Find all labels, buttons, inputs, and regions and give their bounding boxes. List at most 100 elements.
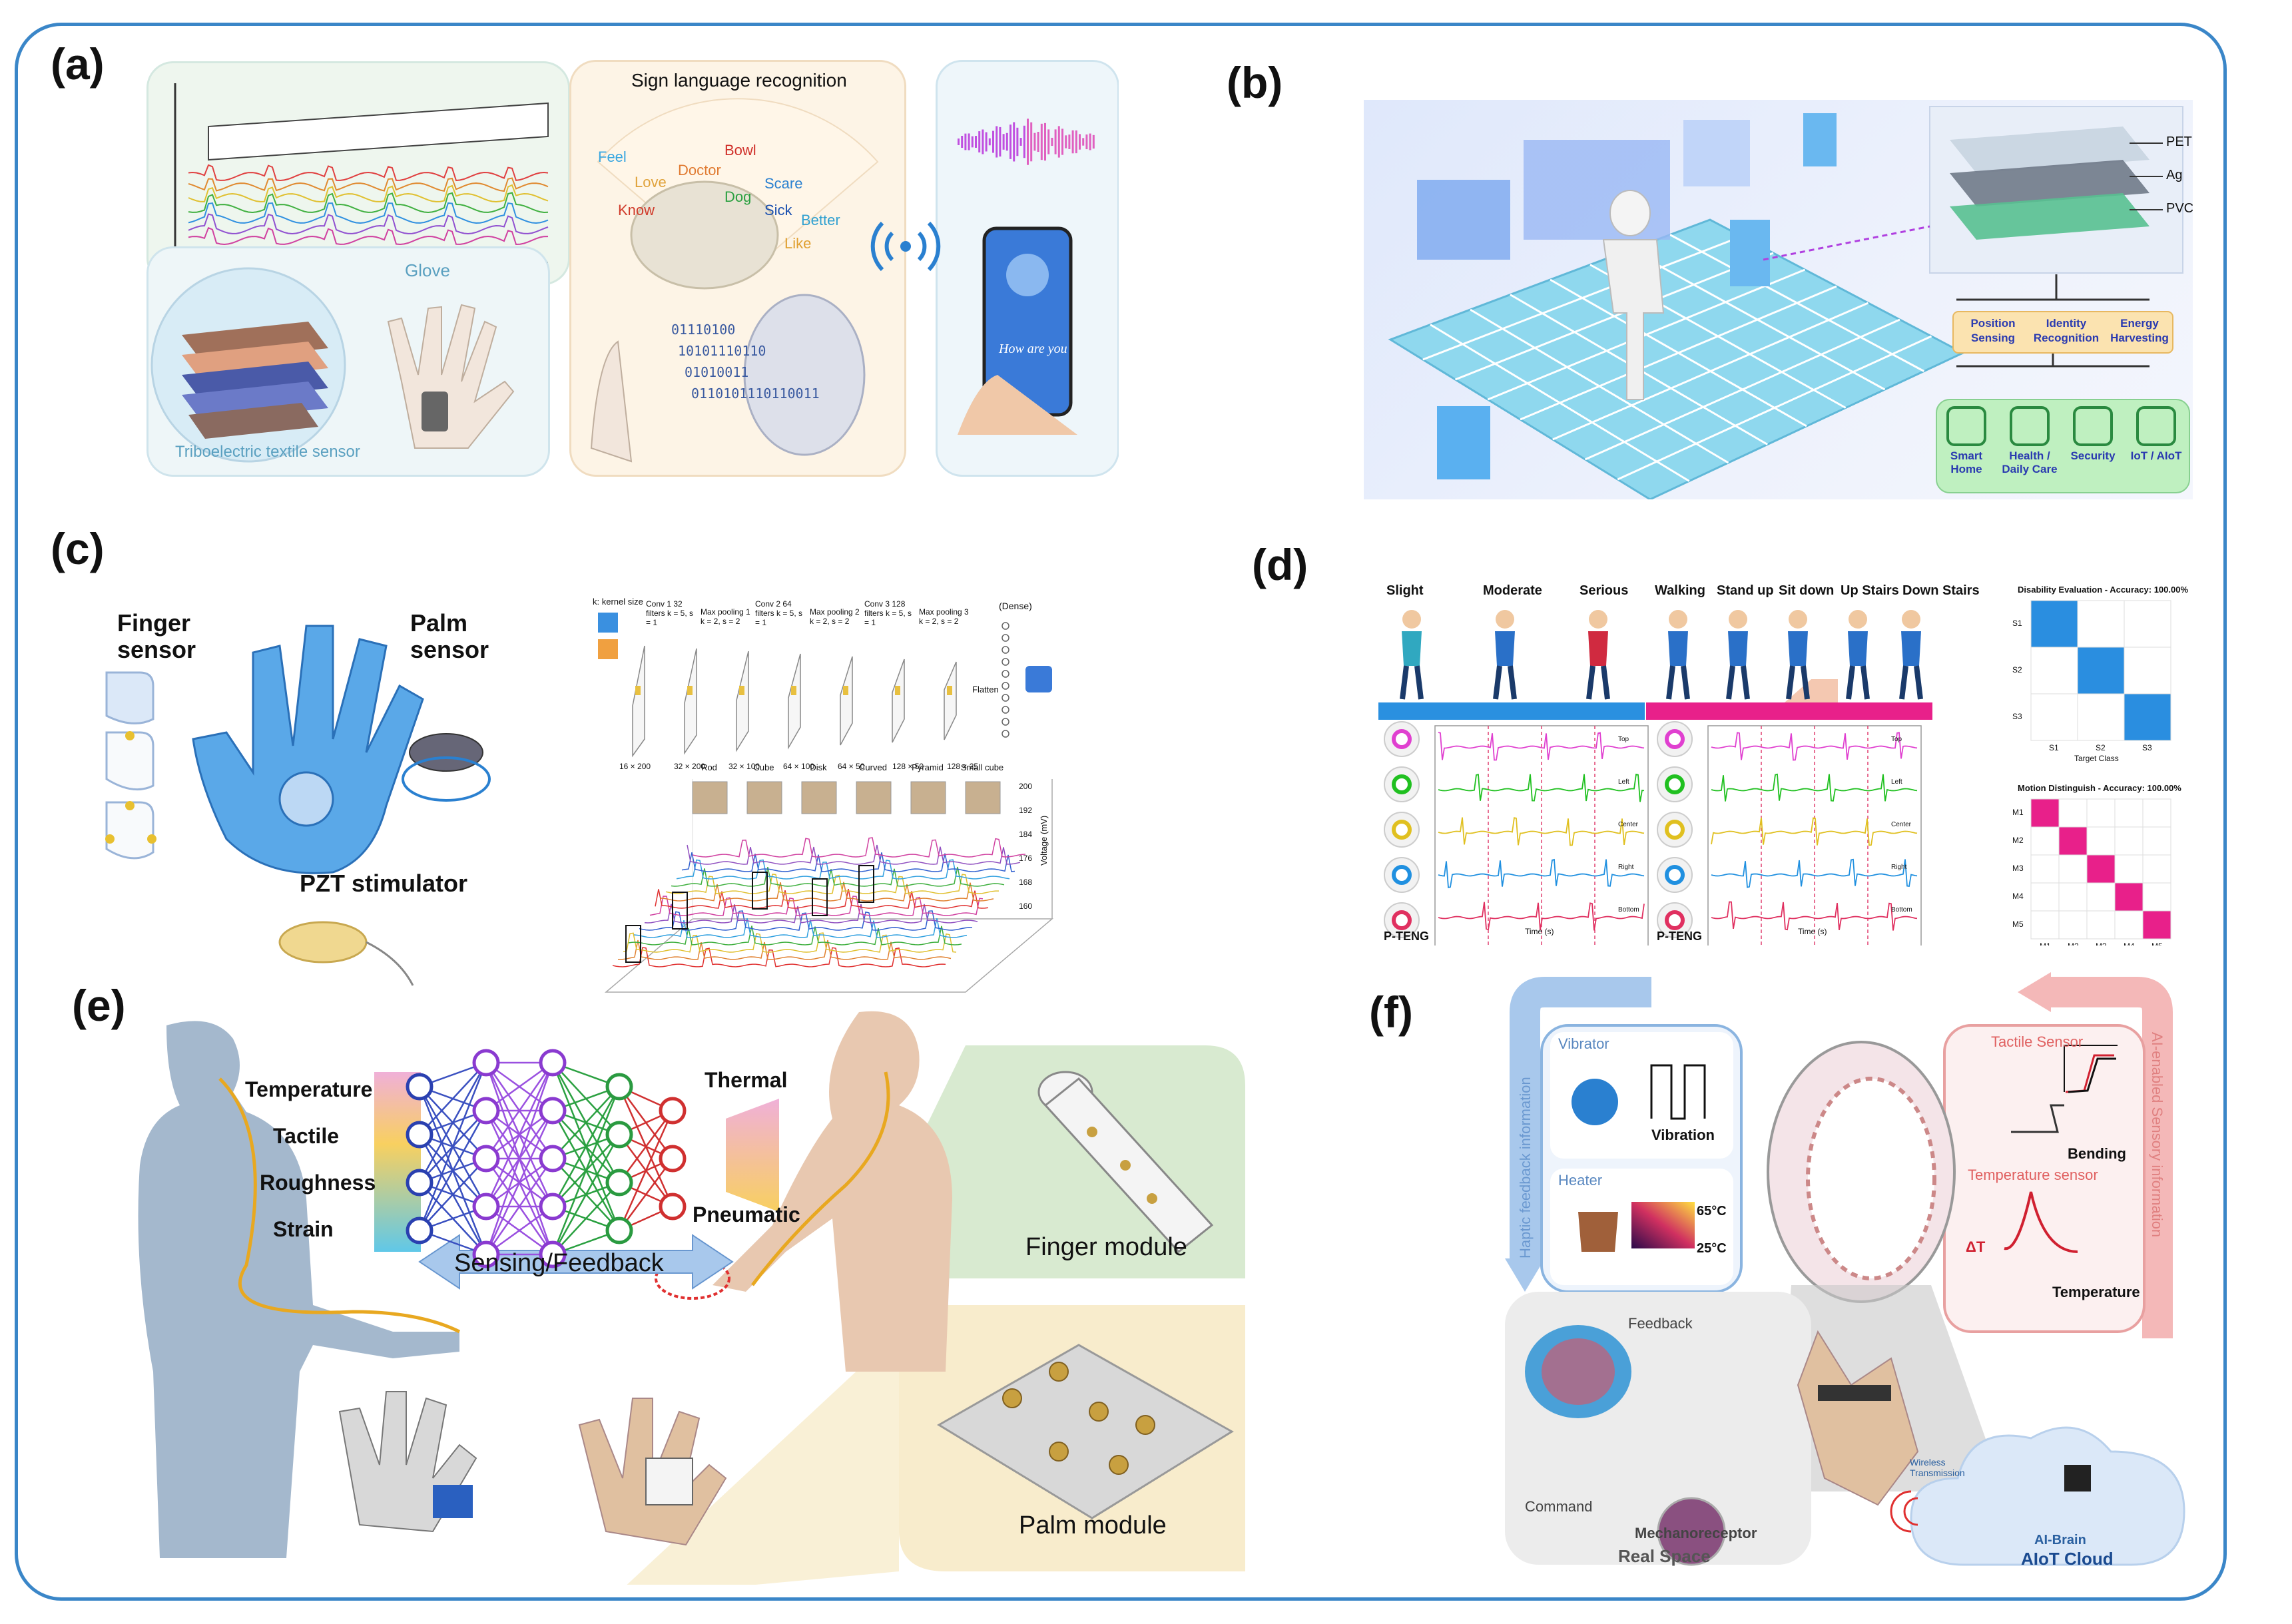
class-y-label: S2 bbox=[2012, 665, 2022, 675]
mechanoreceptor-label: Mechanoreceptor bbox=[1635, 1525, 1757, 1541]
class-y-label: S1 bbox=[2012, 619, 2022, 628]
confusion-title: Motion Distinguish - Accuracy: 100.00% bbox=[2018, 783, 2181, 793]
tensor-size: 128 × 25 bbox=[947, 762, 979, 771]
confusion-xlabel: Target Class bbox=[2074, 754, 2119, 763]
bending-label: Bending bbox=[2068, 1145, 2126, 1162]
app-label: Smart Home bbox=[1950, 449, 1983, 475]
class-x-label: S2 bbox=[2096, 743, 2106, 752]
voltage-tick: 192 bbox=[1019, 806, 1033, 815]
heater-label: Heater bbox=[1558, 1172, 1603, 1189]
dense-label: (Dense) bbox=[999, 601, 1032, 611]
object-label: Small cube bbox=[960, 762, 1004, 772]
delta-t-label: ΔT bbox=[1966, 1238, 1986, 1255]
sign-word: Sick bbox=[764, 202, 792, 218]
channel-label: Bottom bbox=[1618, 906, 1639, 914]
object-label: Cube bbox=[753, 762, 774, 772]
layer-label: PVC bbox=[2166, 201, 2193, 216]
vibration-label: Vibration bbox=[1651, 1127, 1715, 1143]
input-label: Roughness bbox=[260, 1171, 376, 1195]
command-label: Command bbox=[1525, 1498, 1593, 1515]
app-label: Health / Daily Care bbox=[2002, 449, 2058, 475]
confusion-title: Disability Evaluation - Accuracy: 100.00… bbox=[2018, 585, 2189, 595]
class-x-label: M2 bbox=[2068, 942, 2079, 946]
channel-label: Left bbox=[1618, 778, 1629, 786]
sign-word: Love bbox=[635, 174, 667, 190]
figure-frame bbox=[15, 23, 2227, 1601]
panel-f: Haptic feedback information AI-enabled S… bbox=[1478, 972, 2204, 1585]
iot-icon bbox=[2136, 406, 2176, 446]
function-label: Energy Harvesting bbox=[2110, 317, 2169, 344]
shield-icon bbox=[2073, 406, 2113, 446]
panel-label-e: (e) bbox=[72, 981, 126, 1030]
palm-module-label: Palm module bbox=[1019, 1511, 1167, 1539]
flatten-label: Flatten bbox=[972, 684, 999, 694]
sign-word: Know bbox=[618, 202, 655, 218]
input-label: Tactile bbox=[273, 1124, 339, 1148]
finger-sensor-label: Finger sensor bbox=[117, 609, 196, 663]
layer-label: PET bbox=[2166, 135, 2192, 149]
function-label: Identity Recognition bbox=[2033, 317, 2100, 344]
glove-label: Glove bbox=[405, 260, 450, 280]
cnn-layer-label: Max pooling 2 k = 2, s = 2 bbox=[810, 607, 860, 626]
cnn-diagram: k: kernel size Conv 1 32 filters k = 5, … bbox=[593, 573, 1065, 772]
channel-label: Right bbox=[1891, 864, 1907, 871]
motion-label: Down Stairs bbox=[1902, 583, 1980, 598]
class-y-label: M2 bbox=[2012, 836, 2024, 845]
health-icon bbox=[2010, 406, 2050, 446]
class-x-label: S1 bbox=[2049, 743, 2059, 752]
haptic-feedback-label: Haptic feedback information bbox=[1517, 1077, 1534, 1258]
time-axis-label: Time (s) bbox=[1525, 927, 1554, 936]
sign-word: Like bbox=[784, 235, 812, 252]
panel-label-f: (f) bbox=[1369, 987, 1413, 1037]
tactile-sensor-label: Tactile Sensor bbox=[1991, 1033, 2084, 1050]
cnn-layer-label: Conv 1 32 filters k = 5, s = 1 bbox=[646, 599, 694, 627]
time-axis-label: Time (s) bbox=[1798, 927, 1827, 936]
sensory-info-label: AI-enabled Sensory information bbox=[2149, 1032, 2165, 1238]
sign-word: Feel bbox=[598, 148, 627, 165]
layer-label: Ag bbox=[2166, 168, 2183, 182]
phone-text: How are you bbox=[999, 342, 1067, 356]
motion-label: Walking bbox=[1655, 583, 1705, 598]
severity-label: Moderate bbox=[1483, 583, 1542, 598]
binary-line: 10101110110 bbox=[678, 343, 766, 359]
object-label: Pyramid bbox=[912, 762, 944, 772]
cnn-layer-label: Max pooling 3 k = 2, s = 2 bbox=[919, 607, 969, 626]
panel-label-b: (b) bbox=[1227, 58, 1283, 107]
severity-label: Serious bbox=[1579, 583, 1629, 598]
ai-brain-label: AI-Brain bbox=[2034, 1533, 2086, 1547]
channel-label: Left bbox=[1891, 778, 1902, 786]
output-label: Thermal bbox=[705, 1068, 788, 1092]
sign-word: Scare bbox=[764, 175, 803, 192]
temperature-sensor-label: Temperature sensor bbox=[1968, 1167, 2098, 1183]
panel-label-a: (a) bbox=[51, 39, 105, 89]
panel-a: Glove Triboelectric textile sensor Sign … bbox=[140, 53, 1119, 479]
glove-box: Glove Triboelectric textile sensor bbox=[146, 246, 550, 477]
class-y-label: S3 bbox=[2012, 712, 2022, 721]
function-label: Position Sensing bbox=[1970, 317, 2016, 344]
object-label: Disk bbox=[810, 762, 827, 772]
cnn-layer-label: Max pooling 1 k = 2, s = 2 bbox=[701, 607, 750, 626]
class-x-label: M3 bbox=[2096, 942, 2107, 946]
tensor-size: 32 × 100 bbox=[728, 762, 760, 771]
object-label: Rod bbox=[701, 762, 717, 772]
pteng-label: P-TENG bbox=[1657, 930, 1703, 943]
tensor-size: 32 × 200 bbox=[674, 762, 706, 771]
phone-box: How are you bbox=[936, 60, 1119, 477]
channel-label: Bottom bbox=[1891, 906, 1912, 914]
motion-label: Stand up bbox=[1717, 583, 1774, 598]
recognition-title: Sign language recognition bbox=[631, 70, 847, 91]
cnn-layer-label: Conv 2 64 filters k = 5, s = 1 bbox=[755, 599, 803, 627]
class-y-label: M4 bbox=[2012, 892, 2024, 901]
aiot-cloud-label: AIoT Cloud bbox=[2021, 1549, 2114, 1569]
panel-label-d: (d) bbox=[1252, 540, 1308, 589]
floor-illustration bbox=[1388, 106, 2190, 499]
channel-label: Center bbox=[1618, 821, 1639, 828]
panel-label-c: (c) bbox=[51, 524, 105, 573]
app-label: IoT / AIoT bbox=[2130, 449, 2182, 462]
channel-label: Center bbox=[1891, 821, 1912, 828]
